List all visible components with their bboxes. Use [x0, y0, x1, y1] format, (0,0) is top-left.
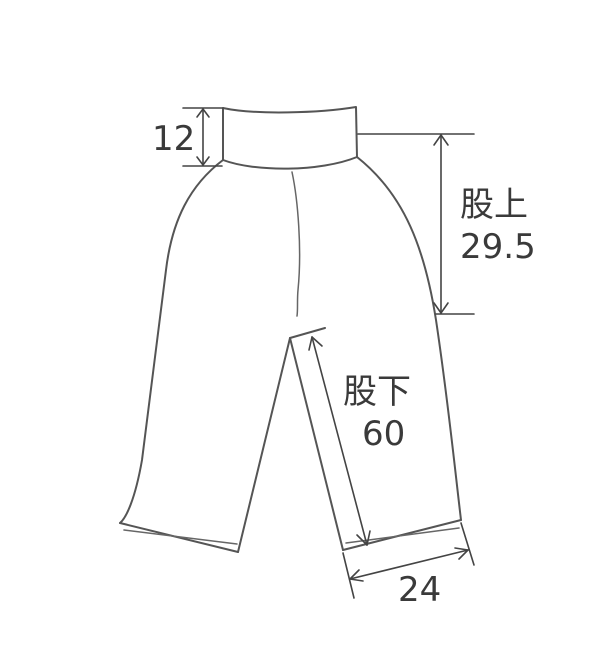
rise-label: 股上: [460, 185, 528, 225]
right-inseam: [289, 337, 344, 551]
left-hem-cuff: [123, 529, 238, 545]
rise-dimension: [357, 133, 475, 315]
waistband-value: 12: [152, 119, 195, 159]
inseam-label: 股下: [343, 372, 411, 412]
rise-value: 29.5: [460, 227, 536, 267]
right-hem-cuff: [345, 527, 460, 544]
inseam-value: 60: [362, 414, 405, 454]
hem-width-dimension: [342, 522, 475, 599]
inseam-dimension: [308, 336, 371, 546]
center-seam: [291, 171, 301, 317]
left-side-seam: [119, 159, 224, 524]
pants-outline: [119, 106, 462, 553]
hem-width-value: 24: [398, 570, 441, 610]
right-side-seam: [356, 156, 462, 521]
crotch: [289, 327, 326, 339]
waistband-dimension: [182, 107, 224, 167]
left-inseam: [237, 337, 291, 553]
waistband: [222, 106, 358, 170]
